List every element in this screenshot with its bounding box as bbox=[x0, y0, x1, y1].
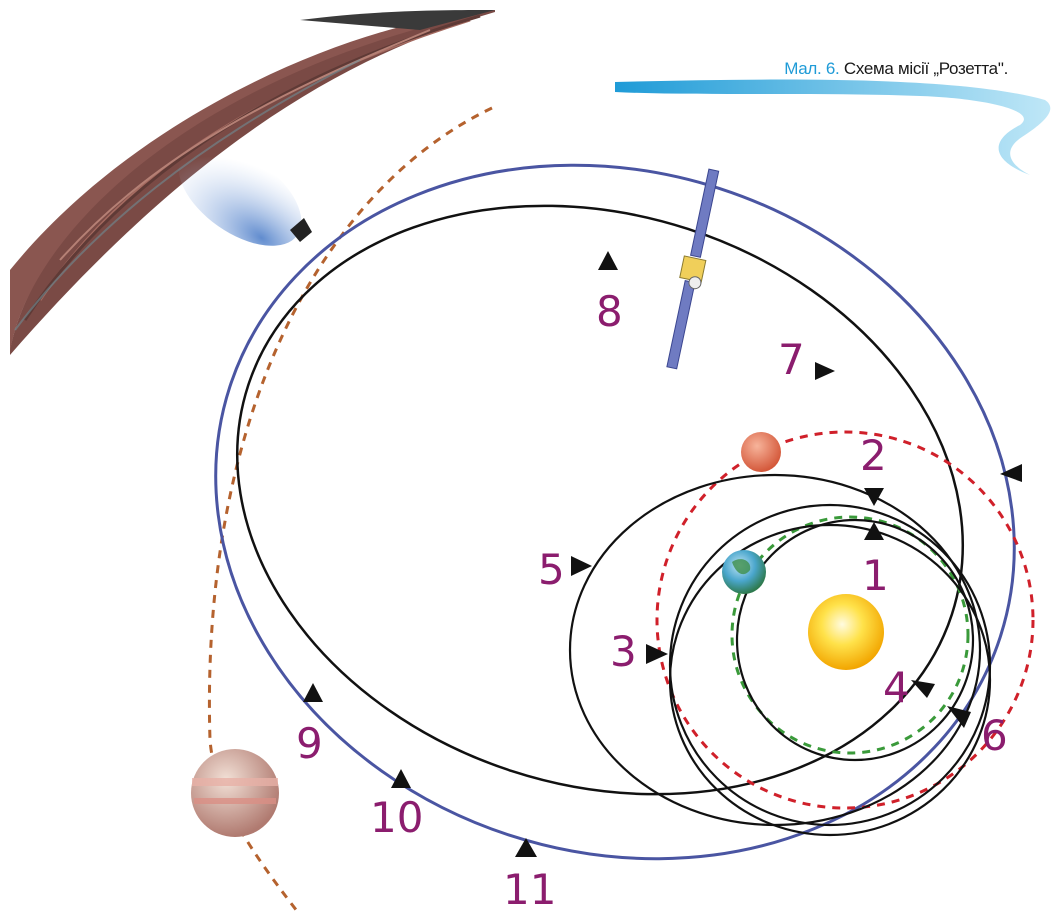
label-3: 3 bbox=[610, 627, 637, 676]
label-8: 8 bbox=[596, 287, 623, 336]
arrow-7 bbox=[815, 362, 835, 380]
arrow-1 bbox=[864, 522, 884, 540]
arrow-9 bbox=[303, 683, 323, 702]
label-7: 7 bbox=[778, 335, 805, 384]
arrow-10 bbox=[391, 769, 411, 788]
label-2: 2 bbox=[860, 431, 887, 480]
comet-orbit bbox=[214, 163, 1016, 861]
direction-arrows bbox=[303, 251, 1022, 857]
caption-body: Схема місії „Розетта". bbox=[843, 59, 1008, 78]
label-6: 6 bbox=[981, 711, 1008, 760]
caption-prefix: Мал. 6. bbox=[784, 59, 840, 78]
planet-limb-image bbox=[10, 10, 495, 355]
step-labels: 1 2 3 4 5 6 7 8 9 10 11 bbox=[296, 287, 1008, 914]
spacecraft-orbit-final bbox=[236, 204, 964, 796]
label-1: 1 bbox=[862, 551, 889, 600]
label-11: 11 bbox=[503, 865, 556, 914]
arrow-5 bbox=[571, 556, 592, 576]
comet-icon bbox=[178, 144, 312, 246]
mars-icon bbox=[741, 432, 781, 472]
spacecraft-loops bbox=[568, 473, 992, 837]
earth-orbit bbox=[730, 515, 970, 755]
label-10: 10 bbox=[370, 793, 423, 842]
mars-orbit bbox=[655, 430, 1035, 810]
caption-text: Мал. 6. Схема місії „Розетта". bbox=[784, 59, 1008, 79]
arrow-4 bbox=[911, 680, 935, 698]
arrow-comet bbox=[1000, 464, 1022, 482]
sun-icon bbox=[808, 594, 884, 670]
jupiter-icon bbox=[191, 749, 279, 837]
arrow-11 bbox=[515, 838, 537, 857]
spacecraft-icon bbox=[666, 168, 720, 370]
caption-ribbon bbox=[615, 79, 1051, 175]
label-4: 4 bbox=[883, 663, 910, 712]
arrow-8 bbox=[598, 251, 618, 270]
arrow-2 bbox=[864, 488, 884, 506]
label-5: 5 bbox=[538, 545, 565, 594]
arrow-3 bbox=[646, 644, 668, 664]
figure-caption: Мал. 6. Схема місії „Розетта". bbox=[600, 55, 1056, 95]
label-9: 9 bbox=[296, 719, 323, 768]
arrow-6 bbox=[947, 706, 971, 728]
